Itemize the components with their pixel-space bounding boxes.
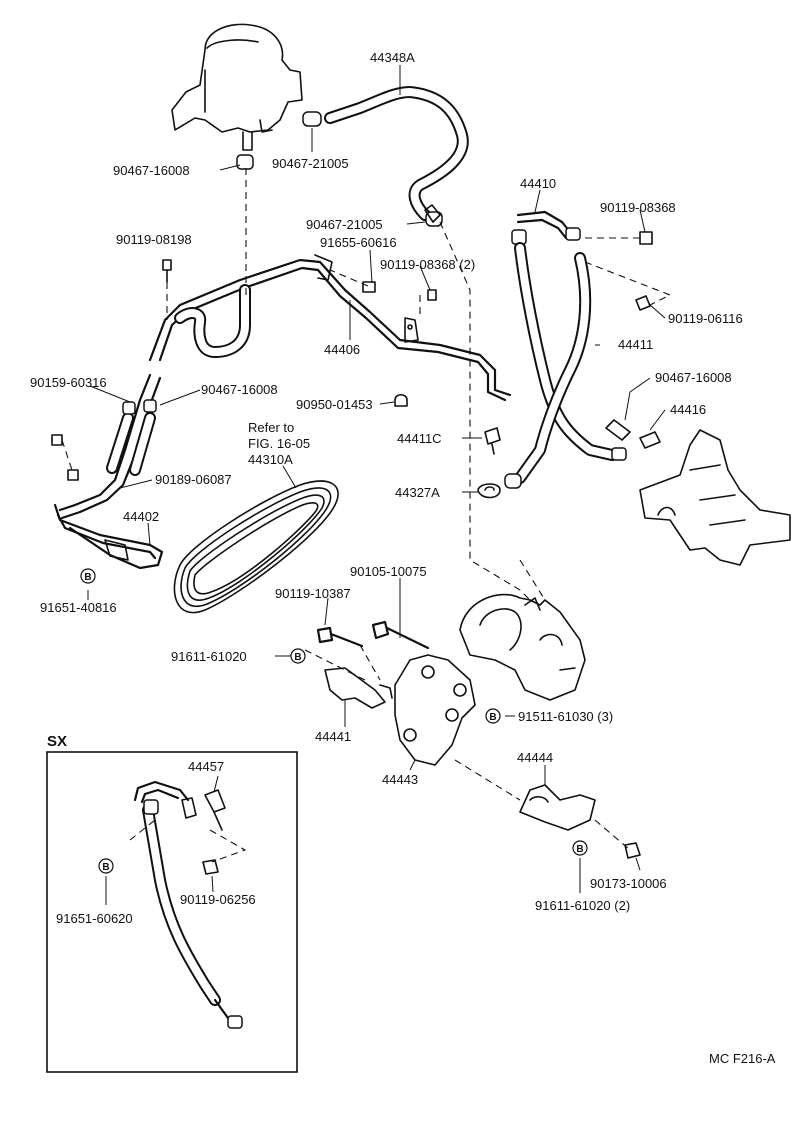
label-44443: 44443 [382,772,418,787]
leader-lines [87,65,666,893]
bracket-44443 [394,654,476,766]
power-steering-pump [459,593,586,701]
b-marker-2: B [290,648,306,664]
label-90189-06087: 90189-06087 [155,472,232,487]
b-marker-1: B [80,568,96,584]
label-refer-line1: Refer to [248,420,294,435]
label-90467-21005-mid: 90467-21005 [306,217,383,232]
label-44410: 44410 [520,176,556,191]
steering-gear [639,429,791,566]
return-hose-44348A [302,86,469,227]
label-90119-06116: 90119-06116 [668,311,743,326]
label-44411: 44411 [618,337,653,352]
label-90467-16008-top: 90467-16008 [113,163,190,178]
label-90950-01453: 90950-01453 [296,397,373,412]
label-44444: 44444 [517,750,553,765]
label-90105-10075: 90105-10075 [350,564,427,579]
reservoir-tank [171,23,303,170]
pressure-hose-44411 [504,210,627,489]
label-44416: 44416 [670,402,706,417]
label-44402: 44402 [123,509,159,524]
label-refer-line2: FIG. 16-05 [248,436,310,451]
label-44348A: 44348A [370,50,415,65]
svg-text:B: B [576,844,583,855]
b-marker-5: B [98,858,114,874]
svg-text:B: B [294,652,301,663]
figure-code: MC F216-A [709,1051,776,1066]
b-marker-4: B [572,840,588,856]
label-44411C: 44411C [397,431,442,446]
dashed-lines [61,168,672,851]
b-marker-3: B [485,708,501,724]
label-90173-10006: 90173-10006 [590,876,667,891]
sx-inset: SX [46,733,298,1073]
label-90119-08368: 90119-08368 [600,200,676,215]
part-labels: 44348A 90467-16008 90467-21005 90467-210… [30,50,776,1066]
nut-90173 [624,842,641,859]
label-90119-06256: 90119-06256 [180,892,256,907]
label-91651-40816: 91651-40816 [40,600,117,615]
label-44406: 44406 [324,342,360,357]
cooler-pipe-44402 [53,503,164,570]
label-44327A: 44327A [395,485,440,500]
label-90159-60316: 90159-60316 [30,375,107,390]
pump-bolts [316,620,430,650]
drive-belt-44310A [173,480,339,614]
label-44441: 44441 [315,729,351,744]
bracket-44441 [324,667,393,709]
bolts [51,231,653,481]
bracket-44444 [519,784,596,831]
label-91511-61030-3: 91511-61030 (3) [518,709,613,724]
label-91655-60616: 91655-60616 [320,235,397,250]
small-parts-center [394,204,661,499]
label-44457: 44457 [188,759,224,774]
label-91651-60620: 91651-60620 [56,911,133,926]
label-90467-16008-right: 90467-16008 [655,370,732,385]
label-44310A: 44310A [248,452,293,467]
cooler-hoses [106,399,157,476]
svg-text:B: B [84,572,91,583]
label-91611-61020: 91611-61020 [171,649,247,664]
label-90467-21005-top: 90467-21005 [272,156,349,171]
label-90467-16008-left: 90467-16008 [201,382,278,397]
svg-text:B: B [102,862,109,873]
svg-text:B: B [489,712,496,723]
label-90119-08368-2: 90119-08368 (2) [380,257,475,272]
label-90119-10387: 90119-10387 [275,586,351,601]
label-90119-08198: 90119-08198 [116,232,192,247]
sx-title: SX [47,733,67,750]
label-91611-61020-2: 91611-61020 (2) [535,898,630,913]
